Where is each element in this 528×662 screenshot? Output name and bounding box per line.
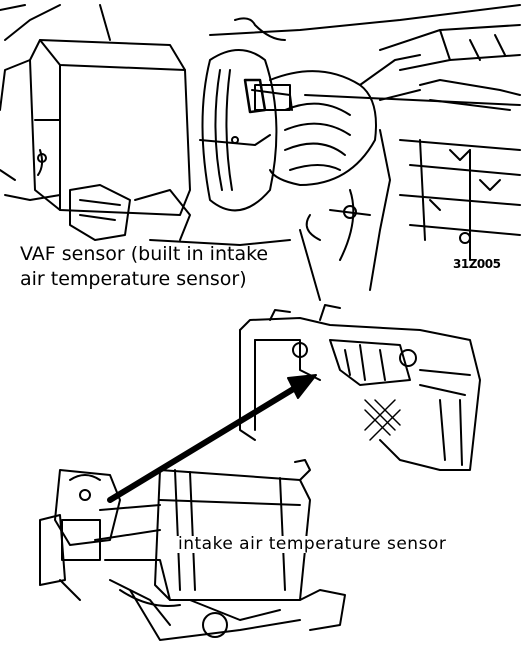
vaf-sensor-body bbox=[199, 49, 293, 212]
air-cleaner-box bbox=[0, 4, 191, 216]
lower-left-parts bbox=[0, 169, 291, 246]
vaf-unit-detail bbox=[39, 459, 346, 641]
engine-block-right bbox=[299, 24, 521, 301]
pointer-arrow bbox=[107, 374, 317, 503]
throttle-cable bbox=[304, 94, 521, 106]
wire-harness bbox=[209, 4, 521, 36]
vaf-sensor-label-line2: air temperature sensor) bbox=[20, 268, 247, 290]
intake-hose bbox=[269, 54, 421, 186]
intake-air-temp-sensor-label: intake air temperature sensor bbox=[176, 534, 449, 554]
throttle-body-detail bbox=[239, 304, 481, 471]
cap-outline bbox=[234, 17, 286, 41]
throttle-hatch bbox=[364, 399, 401, 441]
vaf-sensor-label-line1: VAF sensor (built in intake bbox=[20, 243, 269, 265]
figure-code: 31Z005 bbox=[453, 257, 501, 271]
